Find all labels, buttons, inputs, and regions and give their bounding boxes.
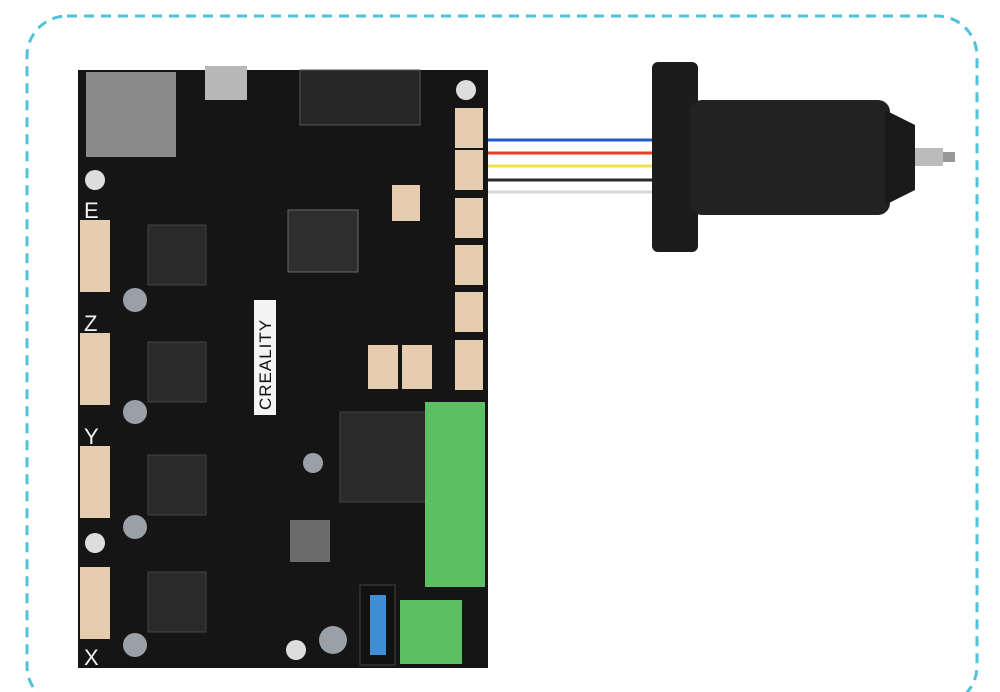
probe-body — [690, 100, 890, 215]
power-terminal — [425, 402, 485, 587]
mcu-chip — [287, 209, 359, 273]
inductor — [290, 520, 330, 562]
motor-connector-y — [80, 446, 110, 518]
usb-port — [205, 66, 247, 100]
axis-label-e: E — [84, 198, 99, 223]
exp-header — [299, 69, 421, 126]
probe-connector — [392, 185, 420, 221]
probe-sensor — [652, 62, 955, 252]
motor-connector-e — [80, 220, 110, 292]
motor-connector-z — [80, 333, 110, 405]
axis-label-y: Y — [84, 424, 99, 449]
dashed-frame — [25, 14, 979, 692]
sd-card-slot — [86, 72, 176, 157]
brand-label: CREALITY — [256, 319, 275, 410]
probe-tip — [915, 148, 943, 166]
axis-label-x: X — [84, 645, 99, 670]
mosfet-heatsink — [339, 411, 427, 503]
bed-terminal — [400, 600, 462, 664]
axis-label-z: Z — [84, 311, 97, 336]
motor-connector-x — [80, 567, 110, 639]
mainboard: CREALITY E Z Y X — [78, 66, 488, 670]
probe-mount — [652, 62, 698, 252]
